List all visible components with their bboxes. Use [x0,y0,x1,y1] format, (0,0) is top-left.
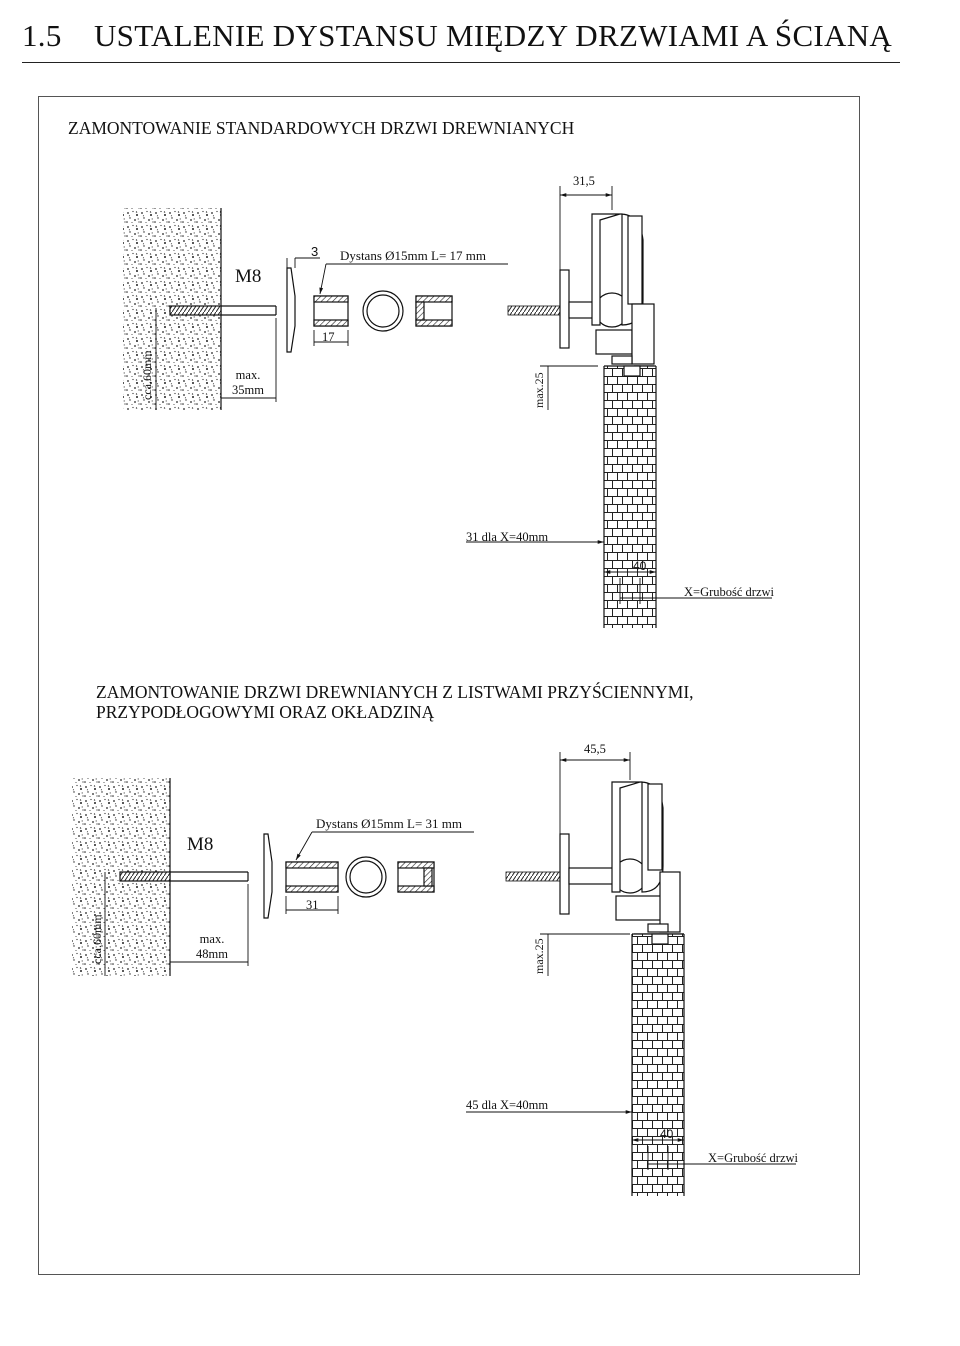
section2-max-depth: max. 48mm [196,932,228,961]
section1-dim-top: 31,5 [573,174,595,188]
section1-max-depth: max. 35mm [232,368,264,397]
section1-bolt-label: M8 [235,266,262,287]
section-number: 1.5 [22,18,62,53]
section-heading: USTALENIE DYSTANSU MIĘDZY DRZWIAMI A ŚCI… [94,18,893,53]
page-title: 1.5 USTALENIE DYSTANSU MIĘDZY DRZWIAMI A … [22,18,892,54]
section1-spacer-length: 17 [322,330,335,344]
section1-title: ZAMONTOWANIE STANDARDOWYCH DRZWI DREWNIA… [68,118,575,138]
title-underline [22,62,900,63]
section2-wall-depth: cca.60mm [90,914,104,964]
section1-door-offset: 31 dla X=40mm [466,530,549,544]
section1-thickness-label: X=Grubość drzwi [684,585,775,599]
section2-door-offset: 45 dla X=40mm [466,1098,549,1112]
section1-spacer-label: Dystans Ø15mm L= 17 mm [340,248,486,263]
section1-drawing [123,186,772,628]
drawing-frame [38,96,860,1275]
section2-dim-top: 45,5 [584,742,606,756]
section1-max-gap: max.25 [532,372,546,408]
section2-spacer-label: Dystans Ø15mm L= 31 mm [316,816,462,831]
section2-drawing [72,752,796,1196]
section2-spacer-length: 31 [306,898,319,912]
section2-max-gap: max.25 [532,938,546,974]
section1-door-width: 40 [633,559,647,573]
section1-wall-depth: cca.60mm [140,350,154,400]
section1-washer-thickness: 3 [311,244,319,259]
section2-title: ZAMONTOWANIE DRZWI DREWNIANYCH Z LISTWAM… [96,682,694,722]
section2-door-width: 40 [660,1127,674,1141]
section2-bolt-label: M8 [187,834,214,855]
section2-thickness-label: X=Grubość drzwi [708,1151,799,1165]
